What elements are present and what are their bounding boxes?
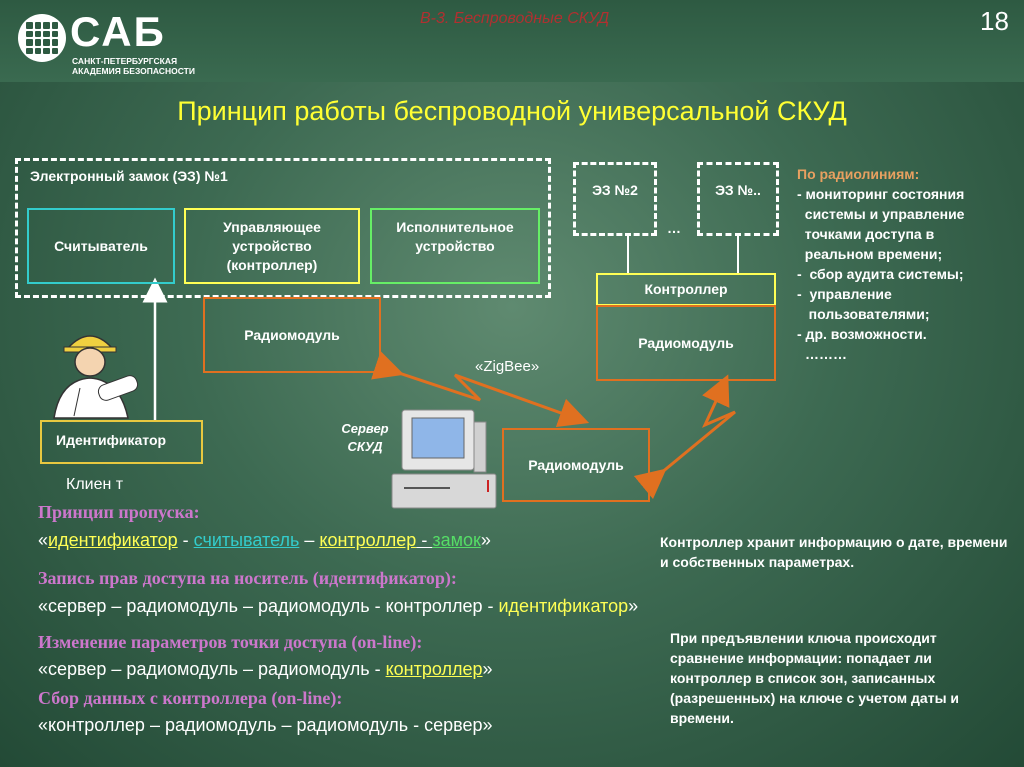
collect-data-heading: Сбор данных с контроллера (on-line):: [38, 688, 343, 708]
reader-box: Считыватель: [27, 208, 175, 284]
zigbee-link-right: [633, 374, 736, 500]
quote: »: [480, 530, 491, 550]
quote: »: [482, 659, 493, 679]
pass-principle-heading: Принцип пропуска:: [38, 502, 200, 522]
write-rights-line: «сервер – радиомодуль – радиомодуль - ко…: [38, 596, 638, 617]
lock1-group: [15, 158, 551, 298]
actuator-box: Исполнительное устройство: [370, 208, 540, 284]
lockn-box: ЭЗ №..: [697, 162, 779, 236]
quote: »: [628, 596, 639, 616]
client-label: Клиен т: [66, 476, 124, 493]
zigbee-link-left: [371, 351, 590, 428]
controller-note: Контроллер хранит информацию о дате, вре…: [660, 534, 1008, 570]
change-params-line: «сервер – радиомодуль – радиомодуль - ко…: [38, 659, 493, 680]
pass-word-identifier: идентификатор: [48, 530, 178, 550]
quote: «: [38, 530, 49, 550]
change-params-heading: Изменение параметров точки доступа (on-l…: [38, 632, 423, 652]
key-note: При предъявлении ключа происходит сравне…: [670, 630, 960, 726]
radio-info-line: - др. возможности.: [797, 326, 927, 342]
radio-info-line: - управление: [797, 286, 892, 302]
collect-data-line: «контроллер – радиомодуль – радиомодуль …: [38, 715, 493, 736]
radio3-box: Радиомодуль: [502, 428, 650, 502]
page-number: 18: [980, 6, 1009, 36]
radio-info-line: пользователями;: [797, 306, 930, 322]
logo-subtitle: САНКТ-ПЕТЕРБУРГСКАЯ АКАДЕМИЯ БЕЗОПАСНОСТ…: [72, 56, 195, 76]
pass-word-reader: считыватель: [193, 530, 300, 550]
radio1-box: Радиомодуль: [203, 297, 381, 373]
pass-principle-line: «идентификатор - считыватель – контролле…: [38, 530, 491, 551]
radio-info-line: - сбор аудита системы;: [797, 266, 964, 282]
pass-word-controller: контроллер: [319, 530, 417, 550]
slide-subtitle: В-3. Беспроводные СКУД: [420, 10, 610, 27]
worker-person-icon: [53, 335, 139, 419]
write-rights-end: идентификатор: [498, 596, 629, 616]
zigbee-label: «ZigBee»: [475, 358, 540, 375]
radio-info-line: ………: [805, 346, 847, 362]
logo-text: САБ: [70, 8, 166, 55]
write-rights-heading: Запись прав доступа на носитель (идентиф…: [38, 568, 457, 588]
lock1-label: Электронный замок (ЭЗ) №1: [30, 168, 228, 184]
controller-box: Контроллер: [596, 273, 776, 306]
radio-info-line: системы и управление: [797, 206, 965, 222]
lock-ellipsis: …: [667, 220, 681, 236]
separator: -: [416, 530, 433, 550]
pass-word-lock: замок: [432, 530, 481, 550]
header-bar: [0, 0, 1024, 82]
server-label: Сервер СКУД: [341, 421, 389, 454]
change-params-end: контроллер: [385, 659, 483, 679]
logo-grid-icon: [26, 22, 58, 54]
control-unit-box: Управляющее устройство (контроллер): [184, 208, 360, 284]
page-title: Принцип работы беспроводной универсально…: [177, 96, 847, 126]
collect-data-path: «контроллер – радиомодуль – радиомодуль …: [38, 715, 483, 735]
change-params-path: «сервер – радиомодуль – радиомодуль -: [38, 659, 386, 679]
radio-info: По радиолиниям: - мониторинг состояния с…: [797, 164, 1017, 364]
lock2-box: ЭЗ №2: [573, 162, 657, 236]
separator: –: [299, 530, 320, 550]
radio2-box: Радиомодуль: [596, 305, 776, 381]
write-rights-path: «сервер – радиомодуль – радиомодуль - ко…: [38, 596, 499, 616]
identifier-box: Идентификатор: [40, 420, 203, 464]
radio-info-line: реальном времени;: [797, 246, 943, 262]
quote: »: [482, 715, 493, 735]
separator: -: [177, 530, 194, 550]
radio-info-line: точками доступа в: [797, 226, 935, 242]
radio-info-heading: По радиолиниям:: [797, 166, 920, 182]
radio-info-line: - мониторинг состояния: [797, 186, 965, 202]
computer-icon: [391, 409, 497, 509]
